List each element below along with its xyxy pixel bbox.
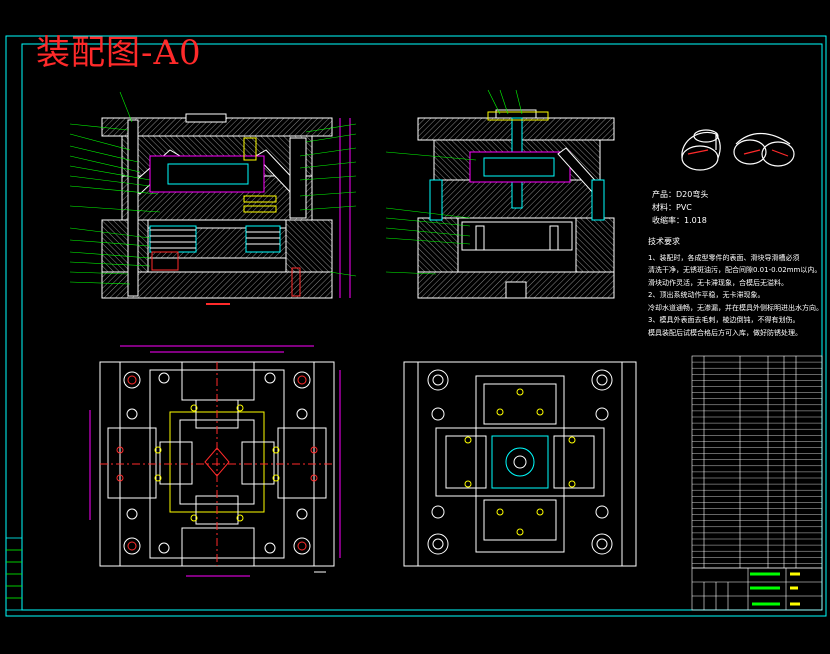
requirement-line: 2、顶出系统动作平稳，无卡滞现象。 — [648, 291, 765, 299]
requirement-line: 滑块动作灵活，无卡滞现象，合模后无溢料。 — [648, 278, 788, 287]
bom-rows — [692, 361, 822, 564]
part-sketch-elbow-1 — [681, 129, 721, 171]
technical-requirements: 技术要求 1、装配时，各成型零件的表面、滑块导滑槽必须 清洗干净，无锈斑油污，配… — [648, 236, 824, 339]
section-view-right — [417, 109, 615, 299]
plan-left-holes — [116, 371, 318, 555]
product-info: 产品：D20弯头 材料：PVC 收缩率：1.018 — [652, 188, 708, 227]
leaders-right — [385, 89, 523, 275]
requirements-heading: 技术要求 — [648, 237, 680, 246]
title-block — [691, 567, 823, 611]
requirement-line: 3、模具外表面去毛刺，棱边倒钝，不得有划伤。 — [648, 316, 800, 324]
requirement-line: 1、装配时，各成型零件的表面、滑块导滑槽必须 — [648, 253, 800, 262]
plan-view-right — [403, 361, 637, 567]
part-sketch-elbow-2 — [733, 133, 795, 167]
section-view-left — [101, 113, 351, 305]
product-material: 材料：PVC — [652, 203, 692, 212]
inner-frame — [21, 43, 823, 611]
requirement-line: 模具装配后试模合格后方可入库，做好防锈处理。 — [648, 328, 802, 337]
plan-view-left — [89, 345, 341, 577]
requirement-line: 清洗干净，无锈斑油污，配合间隙0.01-0.02mm以内。 — [648, 266, 822, 274]
leaders-left — [69, 91, 357, 285]
bom-table — [691, 355, 823, 569]
drawing-title: 装配图-A0 — [36, 33, 202, 73]
product-name: 产品：D20弯头 — [652, 190, 709, 199]
product-shrink: 收缩率：1.018 — [652, 216, 707, 225]
requirement-line: 冷却水道通畅，无渗漏，并在模具外侧标明进出水方向。 — [648, 303, 823, 312]
plan-right-holes — [427, 369, 613, 555]
outer-frame — [5, 35, 827, 617]
side-strip — [5, 537, 23, 611]
